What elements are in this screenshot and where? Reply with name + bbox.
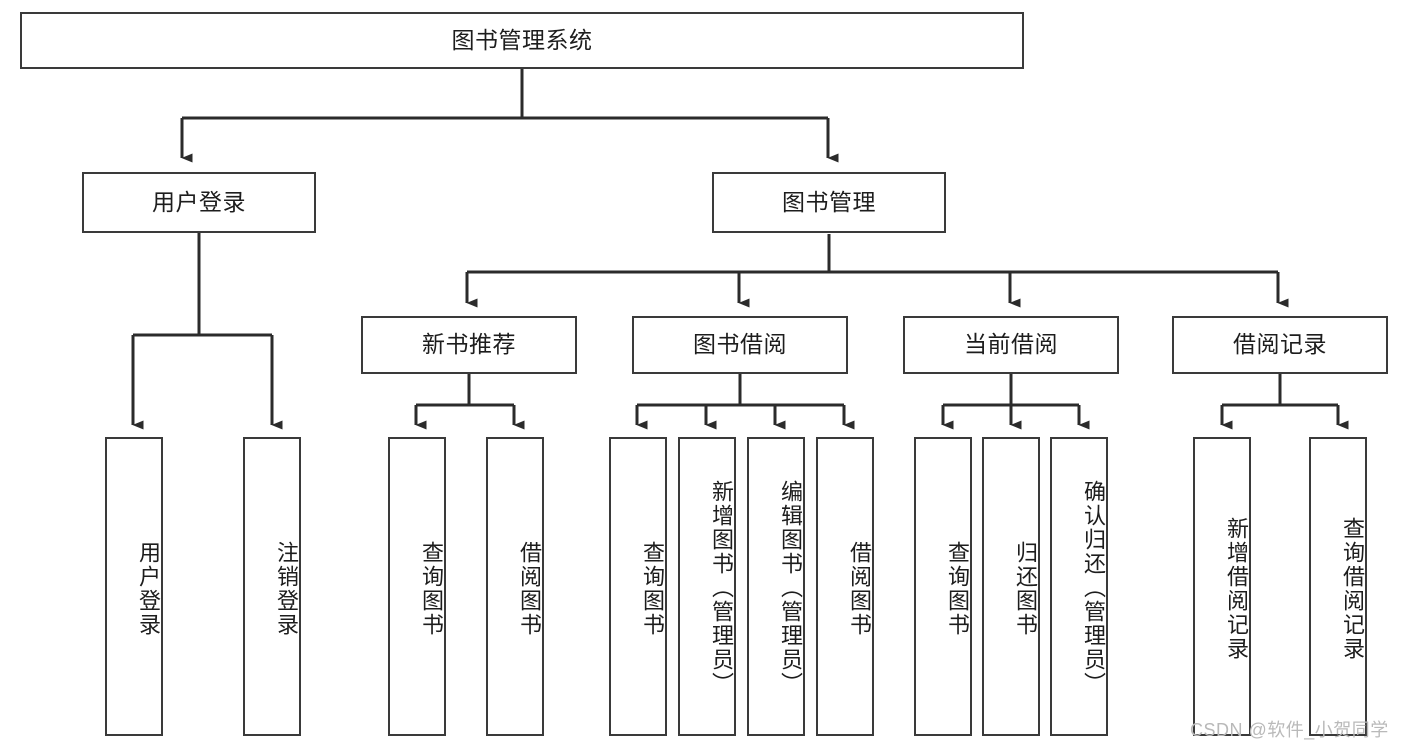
node-user-login[interactable]: 用户登录 [82, 172, 316, 233]
node-current-borrow[interactable]: 当前借阅 [903, 316, 1119, 374]
leaf-book-borrow-add-book-admin[interactable]: 新增图书（管理员） [678, 437, 736, 736]
leaf-new-book-query-books[interactable]: 查询图书 [388, 437, 446, 736]
leaf-book-borrow-query-books[interactable]: 查询图书 [609, 437, 667, 736]
node-root-book-management-system[interactable]: 图书管理系统 [20, 12, 1024, 69]
node-book-borrow[interactable]: 图书借阅 [632, 316, 848, 374]
leaf-current-borrow-return-books[interactable]: 归还图书 [982, 437, 1040, 736]
node-borrow-record[interactable]: 借阅记录 [1172, 316, 1388, 374]
node-new-book-recommend[interactable]: 新书推荐 [361, 316, 577, 374]
leaf-new-book-borrow-books[interactable]: 借阅图书 [486, 437, 544, 736]
leaf-user-login-signin[interactable]: 用户登录 [105, 437, 163, 736]
node-book-management[interactable]: 图书管理 [712, 172, 946, 233]
leaf-borrow-record-query-record[interactable]: 查询借阅记录 [1309, 437, 1367, 736]
leaf-user-login-signout[interactable]: 注销登录 [243, 437, 301, 736]
leaf-current-borrow-confirm-return-admin[interactable]: 确认归还（管理员） [1050, 437, 1108, 736]
leaf-current-borrow-query-books[interactable]: 查询图书 [914, 437, 972, 736]
leaf-book-borrow-edit-book-admin[interactable]: 编辑图书（管理员） [747, 437, 805, 736]
leaf-borrow-record-add-record[interactable]: 新增借阅记录 [1193, 437, 1251, 736]
leaf-book-borrow-borrow-books[interactable]: 借阅图书 [816, 437, 874, 736]
csdn-watermark: CSDN @软件_小贺同学 [1190, 720, 1389, 740]
